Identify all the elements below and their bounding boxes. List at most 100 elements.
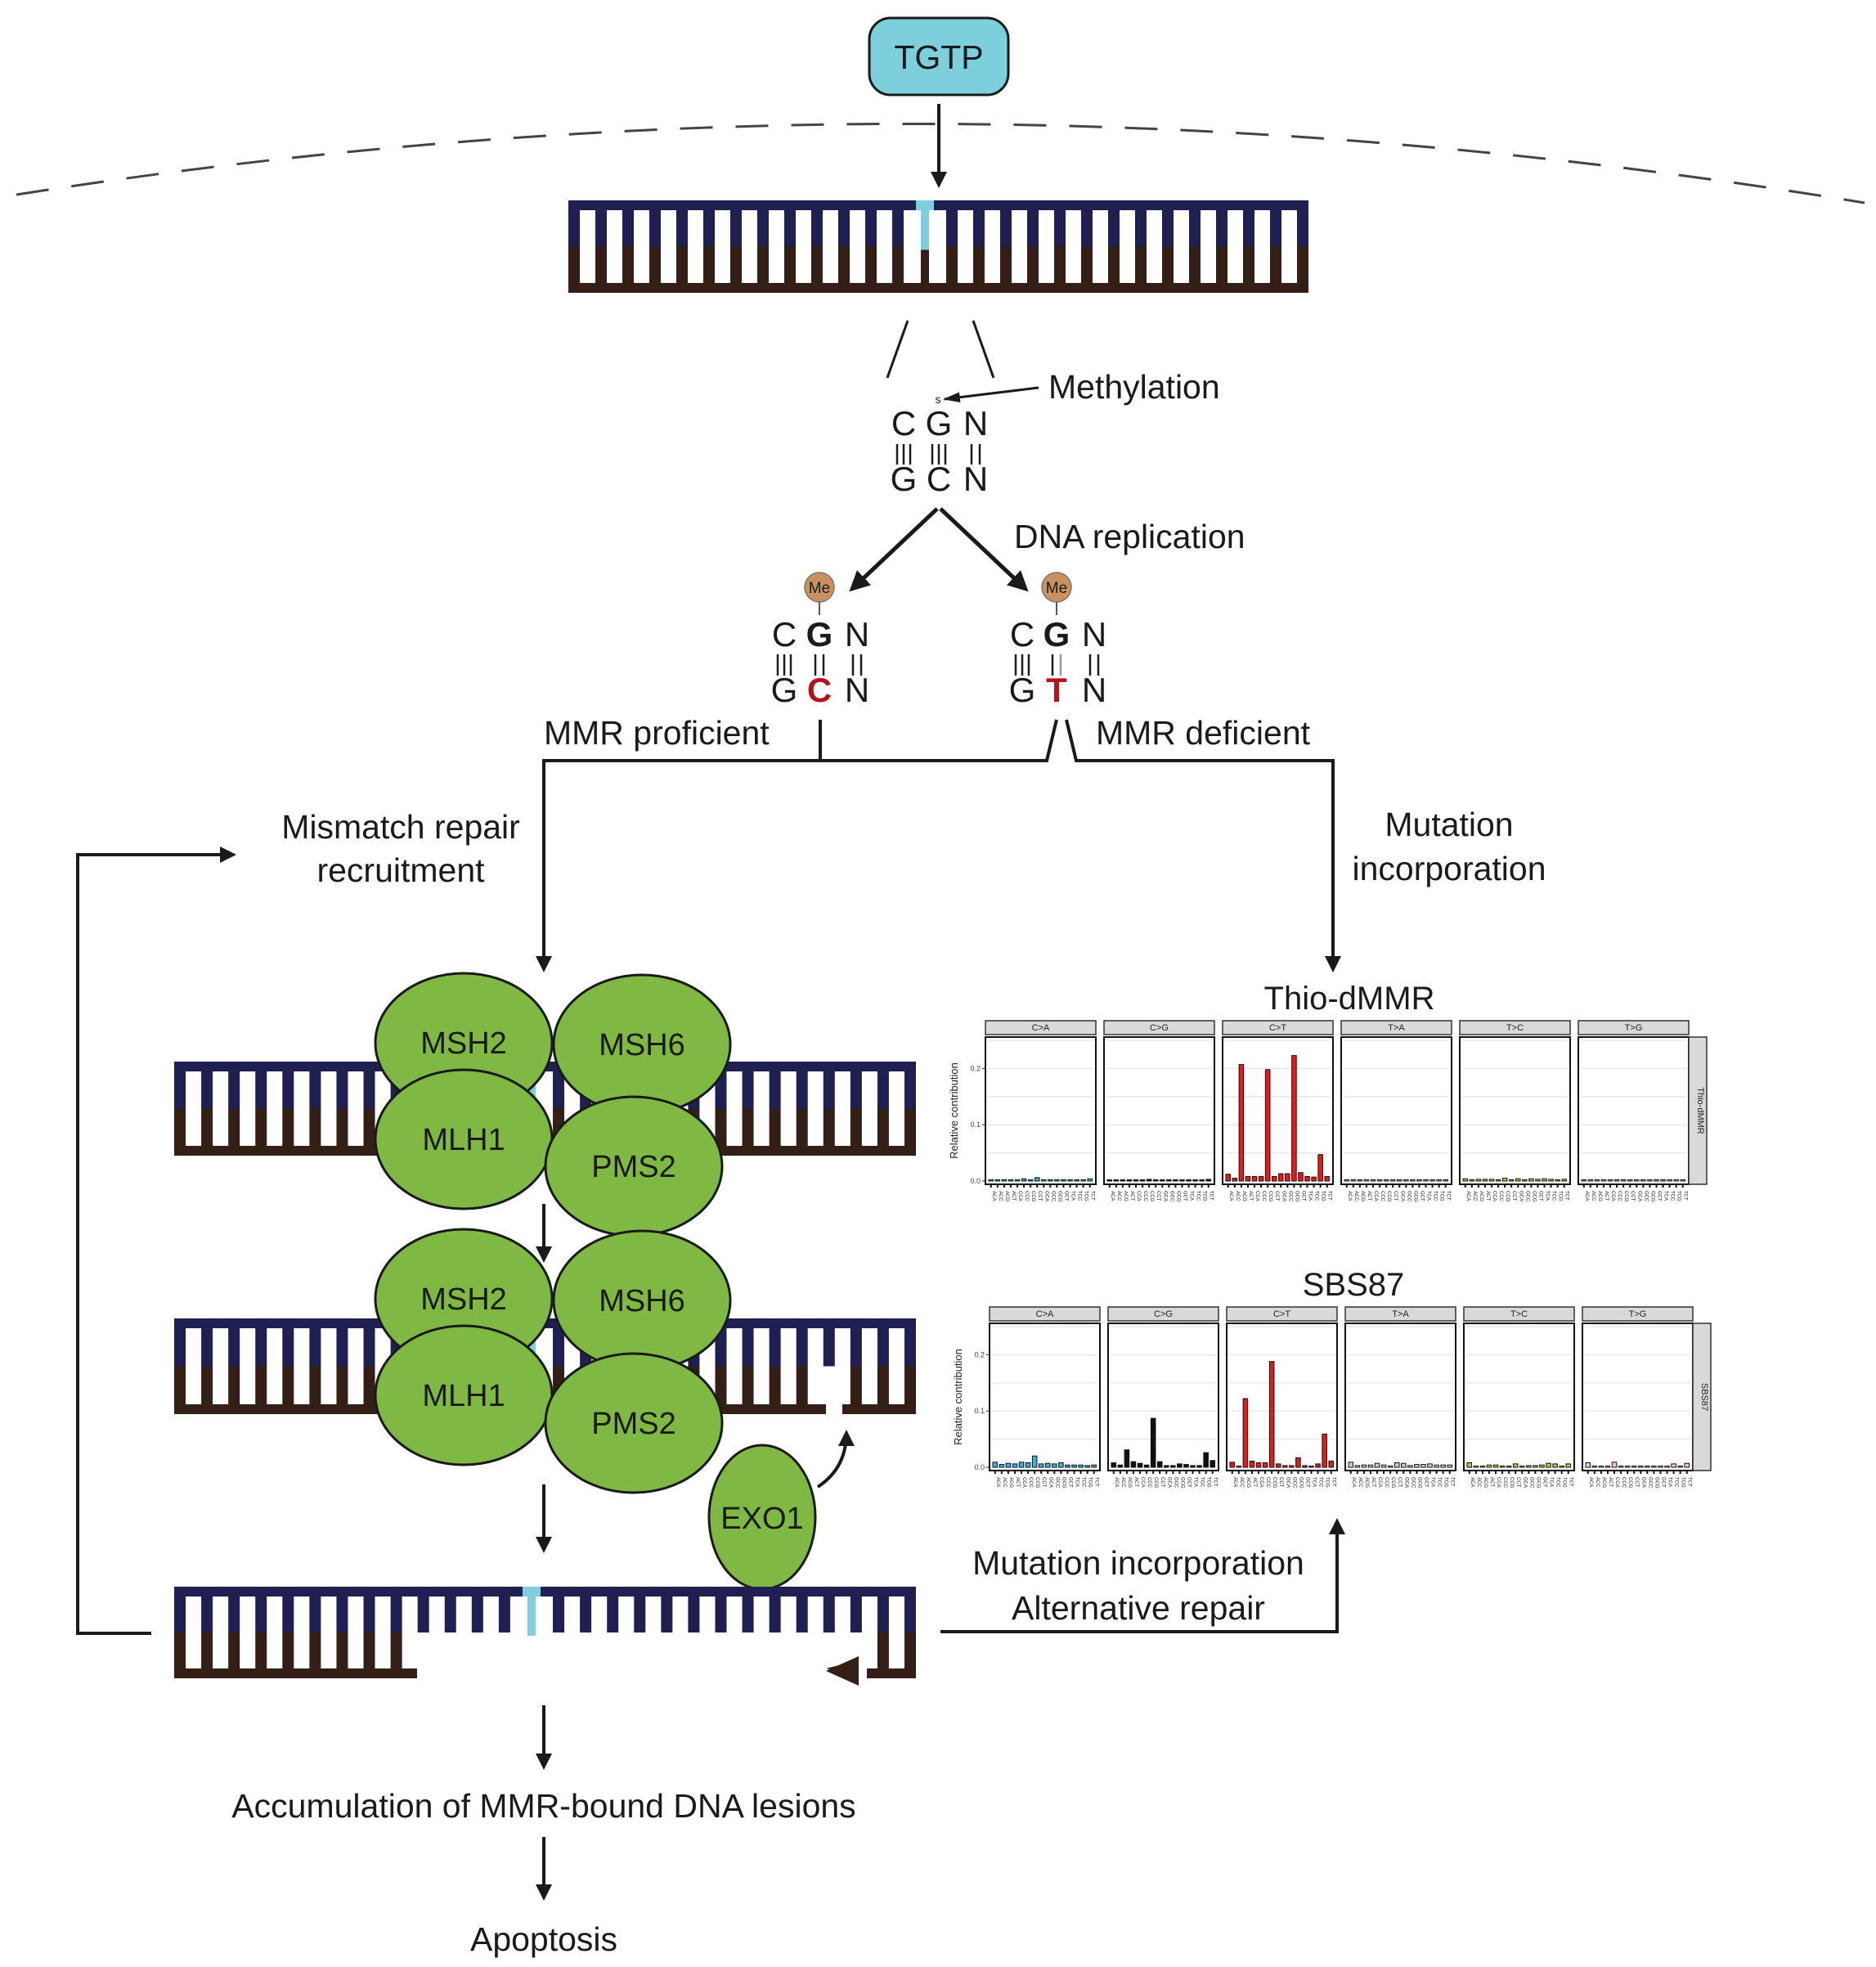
bar xyxy=(1591,1466,1598,1468)
bar xyxy=(1295,1457,1301,1468)
base-top xyxy=(742,1318,754,1367)
x-tick-label: GCA xyxy=(1162,1191,1167,1201)
x-tick-label: ACT xyxy=(1248,1191,1253,1201)
bar xyxy=(1328,1460,1334,1468)
base: N xyxy=(963,460,988,498)
x-tick-label: CCA xyxy=(1140,1477,1145,1488)
base-top xyxy=(811,200,823,247)
bar xyxy=(1120,1179,1126,1182)
x-tick-label: ACC xyxy=(1595,1477,1600,1488)
bar xyxy=(1106,1179,1113,1182)
bar xyxy=(1374,1462,1380,1468)
bar xyxy=(1054,1179,1060,1182)
x-tick-label: TCC xyxy=(1674,1477,1679,1488)
cell-membrane xyxy=(16,122,1865,204)
bar xyxy=(1038,1463,1044,1468)
base-top xyxy=(796,1587,808,1632)
row-strip xyxy=(1692,1323,1712,1471)
bar xyxy=(1350,1179,1357,1182)
base-bottom xyxy=(904,1108,916,1156)
x-tick-label: TCA xyxy=(1189,1191,1194,1201)
base-bottom xyxy=(174,1366,186,1414)
mmr-complex-2: MSH2 MSH6 MLH1 PMS2 xyxy=(374,1228,732,1494)
facet-plot-area xyxy=(1107,1323,1219,1471)
base-top xyxy=(838,200,850,247)
base-top xyxy=(1189,200,1201,247)
bar xyxy=(1137,1462,1143,1468)
base-bottom xyxy=(823,1108,835,1156)
base: C xyxy=(772,615,797,653)
base: C xyxy=(891,404,916,442)
protein-mlh1: MLH1 xyxy=(422,1379,505,1413)
bar xyxy=(1291,1055,1297,1182)
bar xyxy=(1315,1463,1321,1468)
strand-top xyxy=(568,200,1308,210)
x-tick-label: ACC xyxy=(1476,1477,1481,1488)
base-bottom xyxy=(363,1632,375,1678)
base-top xyxy=(1270,200,1281,247)
bar xyxy=(1008,1179,1014,1182)
x-tick-label: TCC xyxy=(1670,1191,1675,1201)
bar xyxy=(1210,1460,1215,1468)
x-tick-label: GCC xyxy=(1050,1191,1055,1202)
bar xyxy=(1367,1464,1374,1468)
base-bottom xyxy=(1216,246,1227,293)
facet-plot-area xyxy=(1340,1036,1452,1185)
bar xyxy=(1139,1179,1146,1182)
x-tick-label: CCC xyxy=(1498,1191,1503,1202)
base-bottom xyxy=(309,1108,321,1156)
bar xyxy=(1034,1177,1040,1182)
x-tick-label: TCG xyxy=(1084,1191,1088,1201)
base-top xyxy=(363,1587,375,1632)
bar xyxy=(1634,1179,1640,1182)
x-tick-label: TCC xyxy=(1318,1477,1323,1488)
row-strip-label: Thio-dMMR xyxy=(1695,1087,1705,1134)
x-tick-label: TCA xyxy=(1549,1477,1554,1487)
bar xyxy=(1542,1178,1547,1182)
x-tick-label: CCC xyxy=(1502,1477,1507,1489)
strand-top xyxy=(174,1587,916,1597)
x-tick-label: GCA xyxy=(1636,1191,1641,1201)
apoptosis-label: Apoptosis xyxy=(470,1920,617,1958)
bar xyxy=(1186,1179,1192,1182)
base-top xyxy=(553,1587,565,1632)
x-tick-label: ACG xyxy=(1479,1191,1483,1201)
base-bottom xyxy=(1108,246,1120,293)
bar xyxy=(1561,1179,1567,1182)
x-tick-label: GCC xyxy=(1647,1477,1652,1489)
base-top xyxy=(580,1587,592,1632)
base-bottom xyxy=(174,1632,186,1678)
x-tick-label: TCG xyxy=(1439,1191,1444,1201)
x-tick-label: ACT xyxy=(1608,1477,1613,1487)
x-tick-label: GCC xyxy=(1054,1477,1059,1489)
base-top xyxy=(255,1062,267,1109)
base-top xyxy=(622,200,634,247)
bar xyxy=(1229,1462,1236,1468)
base-top xyxy=(649,200,661,247)
bar xyxy=(1126,1179,1133,1182)
x-tick-label: TCG xyxy=(1681,1477,1685,1488)
bar xyxy=(1150,1417,1156,1468)
x-tick-label: TCC xyxy=(1555,1477,1560,1488)
bar xyxy=(1018,1462,1025,1468)
bar xyxy=(1585,1462,1591,1468)
protein-exo1: EXO1 xyxy=(720,1502,803,1536)
bar xyxy=(1146,1179,1152,1182)
base-bottom xyxy=(796,1366,808,1414)
bar xyxy=(1084,1465,1090,1468)
bar xyxy=(999,1464,1005,1468)
bar xyxy=(1512,1463,1519,1468)
bar xyxy=(1242,1398,1249,1468)
bar xyxy=(1087,1178,1093,1182)
base-top xyxy=(336,1318,348,1367)
bar xyxy=(1462,1178,1469,1182)
base-bottom xyxy=(973,246,985,293)
daughter-duplex-proficient: Me C G N G C N xyxy=(771,572,869,709)
x-tick-label: GCT xyxy=(1419,1191,1424,1201)
base-top xyxy=(1243,200,1254,247)
bar xyxy=(1052,1463,1057,1468)
bar xyxy=(1394,1462,1400,1468)
x-tick-label: TCC xyxy=(1437,1477,1442,1488)
x-tick-label: CCC xyxy=(1380,1191,1385,1202)
x-tick-label: ACC xyxy=(1472,1191,1477,1201)
